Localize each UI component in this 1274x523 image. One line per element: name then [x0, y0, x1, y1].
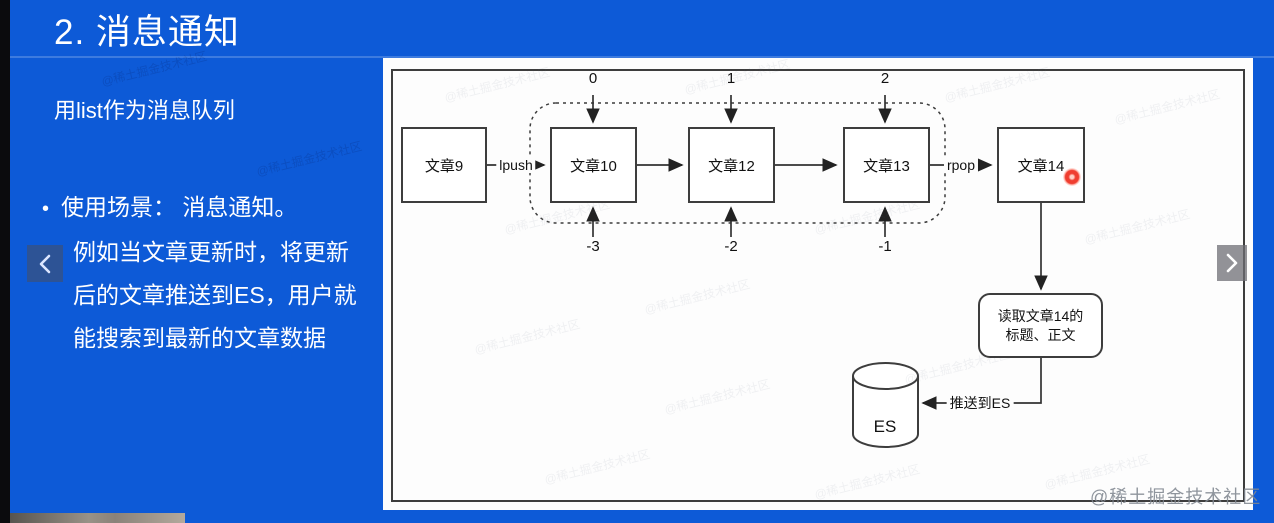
node-article-12: 文章12: [688, 127, 775, 203]
bullet-line: 能搜索到最新的文章数据: [73, 325, 326, 351]
prev-slide-button[interactable]: [27, 245, 63, 282]
index-label-1: 1: [726, 70, 736, 87]
desk-edge-strip: [10, 513, 185, 523]
slide-subtitle: 用list作为消息队列: [54, 98, 235, 123]
diagram-panel: 文章9 文章10 文章12 文章13 文章14 0 1 2 -3 -2 -1 l…: [383, 57, 1253, 510]
slide-title: 2. 消息通知: [54, 13, 240, 52]
screen-left-edge: [0, 0, 10, 523]
index-label-2: 2: [880, 70, 890, 87]
bullet-line: • 使用场景： 消息通知。: [42, 186, 387, 231]
top-divider-line: [10, 56, 1274, 58]
faint-watermark: @稀土掘金技术社区: [255, 139, 364, 179]
bullet-list: •使用场景： 消息通知。 例如当文章更新时，将更新 后的文章推送到ES，用户就 …: [42, 186, 387, 360]
bullet-line: 后的文章推送到ES，用户就: [73, 282, 357, 308]
index-label-neg3: -3: [586, 238, 600, 255]
bullet-text: 使用场景： 消息通知。: [61, 194, 298, 220]
next-slide-button[interactable]: [1217, 245, 1247, 281]
read-article-box: 读取文章14的 标题、正文: [978, 293, 1103, 358]
read-article-line1: 读取文章14的: [997, 307, 1084, 324]
chevron-left-icon: [38, 254, 52, 274]
index-label-neg1: -1: [878, 238, 892, 255]
watermark-text: @稀土掘金技术社区: [1090, 487, 1262, 507]
laser-pointer-dot: [1063, 168, 1081, 186]
bullet-line: 例如当文章更新时，将更新: [73, 239, 349, 265]
es-label: ES: [873, 417, 897, 436]
node-article-13: 文章13: [843, 127, 930, 203]
lpush-label: lpush: [496, 157, 536, 173]
read-article-line2: 标题、正文: [1005, 326, 1076, 343]
index-label-0: 0: [588, 70, 598, 87]
chevron-right-icon: [1225, 253, 1239, 273]
bullet-dot: •: [42, 198, 50, 220]
node-article-10: 文章10: [550, 127, 637, 203]
rpop-label: rpop: [943, 157, 979, 173]
diagram-connectors: [487, 95, 1048, 448]
node-article-14: 文章14: [997, 127, 1085, 203]
diagram-panel-border: [391, 69, 1245, 502]
queue-dashed-boundary: [529, 102, 946, 224]
es-database-cylinder: [852, 362, 919, 448]
push-to-es-label: 推送到ES: [946, 393, 1014, 413]
index-label-neg2: -2: [724, 238, 738, 255]
node-article-9: 文章9: [401, 127, 487, 203]
